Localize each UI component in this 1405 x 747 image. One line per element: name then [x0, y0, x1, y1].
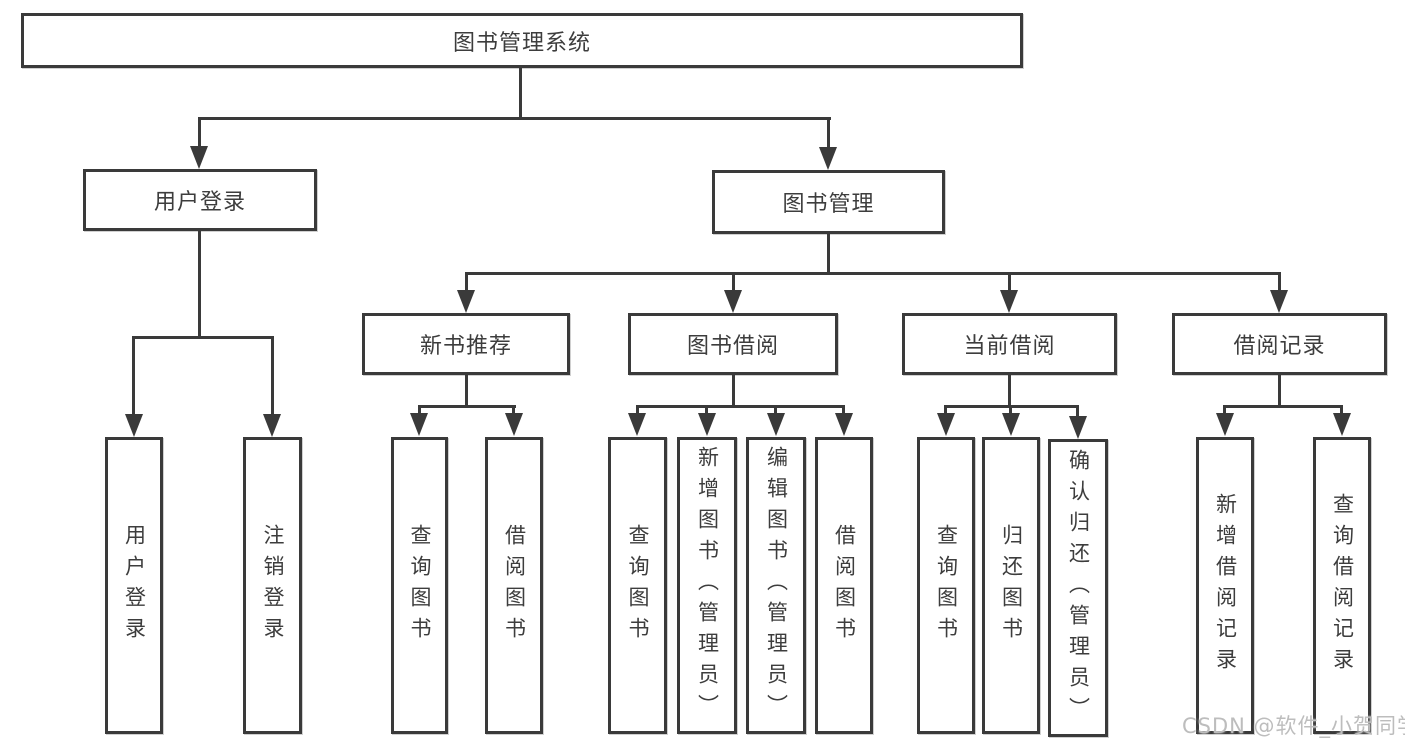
arrow-record-query-icon [1333, 413, 1351, 436]
connector-user-login-branch [132, 336, 274, 339]
node-new-book-recommend: 新书推荐 [362, 313, 570, 375]
arrow-current-borrow-icon [1000, 290, 1018, 313]
arrow-borrow-borrow-icon [835, 413, 853, 436]
leaf-record-add-record: 新增借阅记录 [1196, 437, 1254, 734]
leaf-borrow-borrow-book-label: 借阅图书 [832, 523, 857, 648]
leaf-logout-label: 注销登录 [261, 523, 285, 648]
leaf-record-query-record-label: 查询借阅记录 [1330, 492, 1355, 679]
arrow-recommend-borrow-icon [505, 413, 523, 436]
connector-user-login-drop [198, 231, 201, 339]
node-new-book-recommend-label: 新书推荐 [419, 334, 512, 359]
connector-borrow-branch [636, 405, 845, 408]
connector-stem-book-borrow [732, 272, 735, 292]
leaf-record-add-record-label: 新增借阅记录 [1213, 492, 1238, 679]
arrow-current-confirm-icon [1069, 416, 1087, 439]
arrow-new-book-recommend-icon [457, 290, 475, 313]
connector-stem-current-borrow [1008, 272, 1011, 292]
leaf-recommend-query-book-label: 查询图书 [408, 523, 432, 648]
connector-record-drop [1278, 375, 1281, 408]
connector-stem-recommend-query [418, 405, 421, 417]
connector-stem-borrow-edit [774, 405, 777, 417]
arrow-borrow-query-icon [628, 413, 646, 436]
connector-stem-current-query [944, 405, 947, 417]
leaf-current-return-book: 归还图书 [982, 437, 1040, 734]
node-user-login-label: 用户登录 [153, 190, 246, 215]
arrow-borrow-edit-icon [767, 413, 785, 436]
leaf-current-confirm-return: 确认归还（管理员） [1048, 439, 1108, 737]
leaf-current-query-book-label: 查询图书 [934, 523, 959, 648]
connector-level2-branch [198, 117, 831, 120]
leaf-recommend-borrow-book: 借阅图书 [485, 437, 543, 734]
connector-stem-borrow-record [1278, 272, 1281, 292]
arrow-borrow-add-icon [698, 413, 716, 436]
node-borrow-record-label: 借阅记录 [1233, 334, 1326, 359]
leaf-borrow-borrow-book: 借阅图书 [815, 437, 873, 734]
leaf-borrow-add-book-label: 新增图书（管理员） [695, 446, 720, 725]
leaf-current-confirm-return-label: 确认归还（管理员） [1066, 448, 1091, 728]
leaf-current-return-book-label: 归还图书 [999, 523, 1024, 648]
leaf-borrow-query-book-label: 查询图书 [626, 523, 650, 648]
node-book-borrow-label: 图书借阅 [686, 334, 779, 359]
arrow-borrow-record-icon [1270, 290, 1288, 313]
node-book-borrow: 图书借阅 [628, 313, 838, 375]
node-current-borrow-label: 当前借阅 [963, 334, 1056, 359]
node-root-label: 图书管理系统 [452, 30, 591, 56]
connector-stem-current-return [1009, 405, 1012, 417]
connector-stem-record-add [1223, 405, 1226, 417]
arrow-current-return-icon [1002, 413, 1020, 436]
connector-recommend-branch [418, 405, 516, 408]
leaf-borrow-edit-book-label: 编辑图书（管理员） [764, 446, 789, 725]
csdn-watermark: CSDN @软件_小贺同学 [1182, 714, 1405, 738]
leaf-borrow-add-book: 新增图书（管理员） [677, 437, 737, 734]
leaf-borrow-query-book: 查询图书 [608, 437, 667, 734]
connector-borrow-drop [732, 375, 735, 408]
connector-record-branch [1223, 405, 1343, 408]
connector-level3-branch [465, 272, 1281, 275]
connector-stem-recommend-borrow [512, 405, 515, 417]
node-borrow-record: 借阅记录 [1172, 313, 1387, 375]
connector-book-management-drop [827, 234, 830, 274]
arrow-leaf-login-icon [125, 414, 143, 437]
arrow-recommend-query-icon [410, 413, 428, 436]
connector-current-drop [1008, 375, 1011, 408]
connector-stem-book-management [827, 117, 830, 148]
connector-stem-leaf-login [132, 336, 135, 416]
leaf-borrow-edit-book: 编辑图书（管理员） [746, 437, 806, 734]
connector-stem-borrow-query [636, 405, 639, 417]
arrow-record-add-icon [1216, 413, 1234, 436]
node-book-management-label: 图书管理 [782, 192, 875, 217]
leaf-current-query-book: 查询图书 [917, 437, 975, 734]
node-user-login: 用户登录 [83, 169, 317, 231]
arrow-user-login-icon [190, 146, 208, 169]
leaf-user-login-label: 用户登录 [122, 523, 147, 648]
connector-stem-leaf-logout [271, 336, 274, 416]
arrow-leaf-logout-icon [263, 414, 281, 437]
connector-recommend-drop [465, 375, 468, 408]
node-book-management: 图书管理 [712, 170, 945, 234]
node-current-borrow: 当前借阅 [902, 313, 1117, 375]
leaf-user-login: 用户登录 [105, 437, 163, 734]
leaf-recommend-borrow-book-label: 借阅图书 [502, 523, 527, 648]
connector-stem-borrow-add [705, 405, 708, 417]
connector-stem-borrow-borrow [842, 405, 845, 417]
node-root: 图书管理系统 [21, 13, 1023, 68]
arrow-current-query-icon [937, 413, 955, 436]
connector-root-drop [519, 68, 522, 120]
leaf-record-query-record: 查询借阅记录 [1313, 437, 1371, 734]
connector-stem-record-query [1340, 405, 1343, 417]
arrow-book-borrow-icon [724, 290, 742, 313]
leaf-logout: 注销登录 [243, 437, 302, 734]
connector-stem-new-book-recommend [465, 272, 468, 292]
connector-stem-user-login [198, 117, 201, 148]
leaf-recommend-query-book: 查询图书 [391, 437, 448, 734]
arrow-book-management-icon [819, 147, 837, 170]
connector-stem-current-confirm [1076, 405, 1079, 417]
